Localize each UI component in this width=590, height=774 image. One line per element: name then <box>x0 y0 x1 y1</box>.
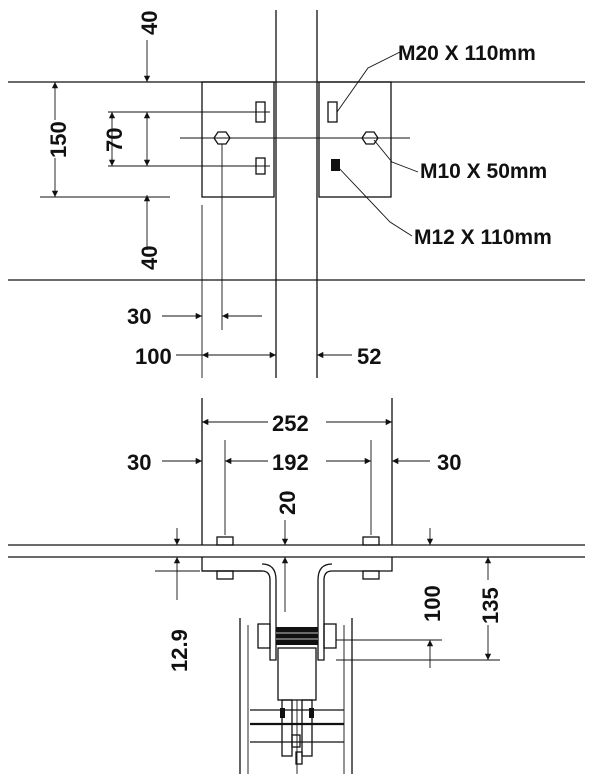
dim-height-150: 150 <box>46 121 71 158</box>
dim-edge-left-30: 30 <box>127 450 151 475</box>
dim-offset-30: 30 <box>127 304 151 329</box>
bolt-m10-right-nut <box>361 131 379 145</box>
elevation-view: 252 30 192 30 20 12.9 100 <box>8 398 585 774</box>
flange-bolt-left-bottom <box>216 570 234 580</box>
left-cleat-plate <box>201 81 275 198</box>
label-bolt-m12: M12 X 110mm <box>414 226 552 249</box>
left-angle-cleat <box>201 557 277 661</box>
plan-view: 40 150 70 40 30 100 52 M20 X 110mm M10 X… <box>8 10 585 378</box>
bolt-m20-right <box>327 101 338 123</box>
flange-bolt-left-top <box>216 536 234 546</box>
dim-width-252: 252 <box>272 411 309 436</box>
dim-width-100: 100 <box>135 344 172 369</box>
lower-nut-left <box>291 734 301 748</box>
dim-spacing-192: 192 <box>272 450 309 475</box>
dim-width-52: 52 <box>357 344 381 369</box>
right-cleat-plate <box>318 81 392 198</box>
lower-clamp-left <box>281 699 293 757</box>
bolt-m20-left <box>255 101 266 123</box>
flange-bolt-right-top <box>362 536 380 546</box>
lower-bolt-right <box>309 708 314 718</box>
flange-bolt-right-bottom <box>362 570 380 580</box>
dim-flange-12-9: 12.9 <box>167 629 192 672</box>
bolt-m10-left-nut <box>213 131 231 145</box>
dim-depth-20: 20 <box>275 491 300 515</box>
web-bolt-head-left <box>257 623 271 649</box>
label-bolt-m10: M10 X 50mm <box>420 160 547 183</box>
dim-bottom-40: 40 <box>137 246 162 270</box>
lower-nut-right <box>295 751 303 765</box>
dim-spacing-70: 70 <box>102 128 127 152</box>
lower-bolt-left <box>280 708 285 718</box>
web-bolt-head-right <box>323 623 337 649</box>
dim-top-40: 40 <box>137 11 162 35</box>
lower-clamp-right <box>301 699 313 757</box>
bolt-m12-right <box>331 159 340 171</box>
right-angle-cleat <box>317 557 393 661</box>
dim-height-135: 135 <box>478 587 503 624</box>
dim-edge-right-30: 30 <box>437 450 461 475</box>
web-bolt-thread <box>276 627 318 645</box>
bolt-m12-left <box>255 157 266 175</box>
lower-connector-body <box>277 647 317 701</box>
dim-height-100: 100 <box>420 585 445 622</box>
label-bolt-m20: M20 X 110mm <box>398 42 536 65</box>
